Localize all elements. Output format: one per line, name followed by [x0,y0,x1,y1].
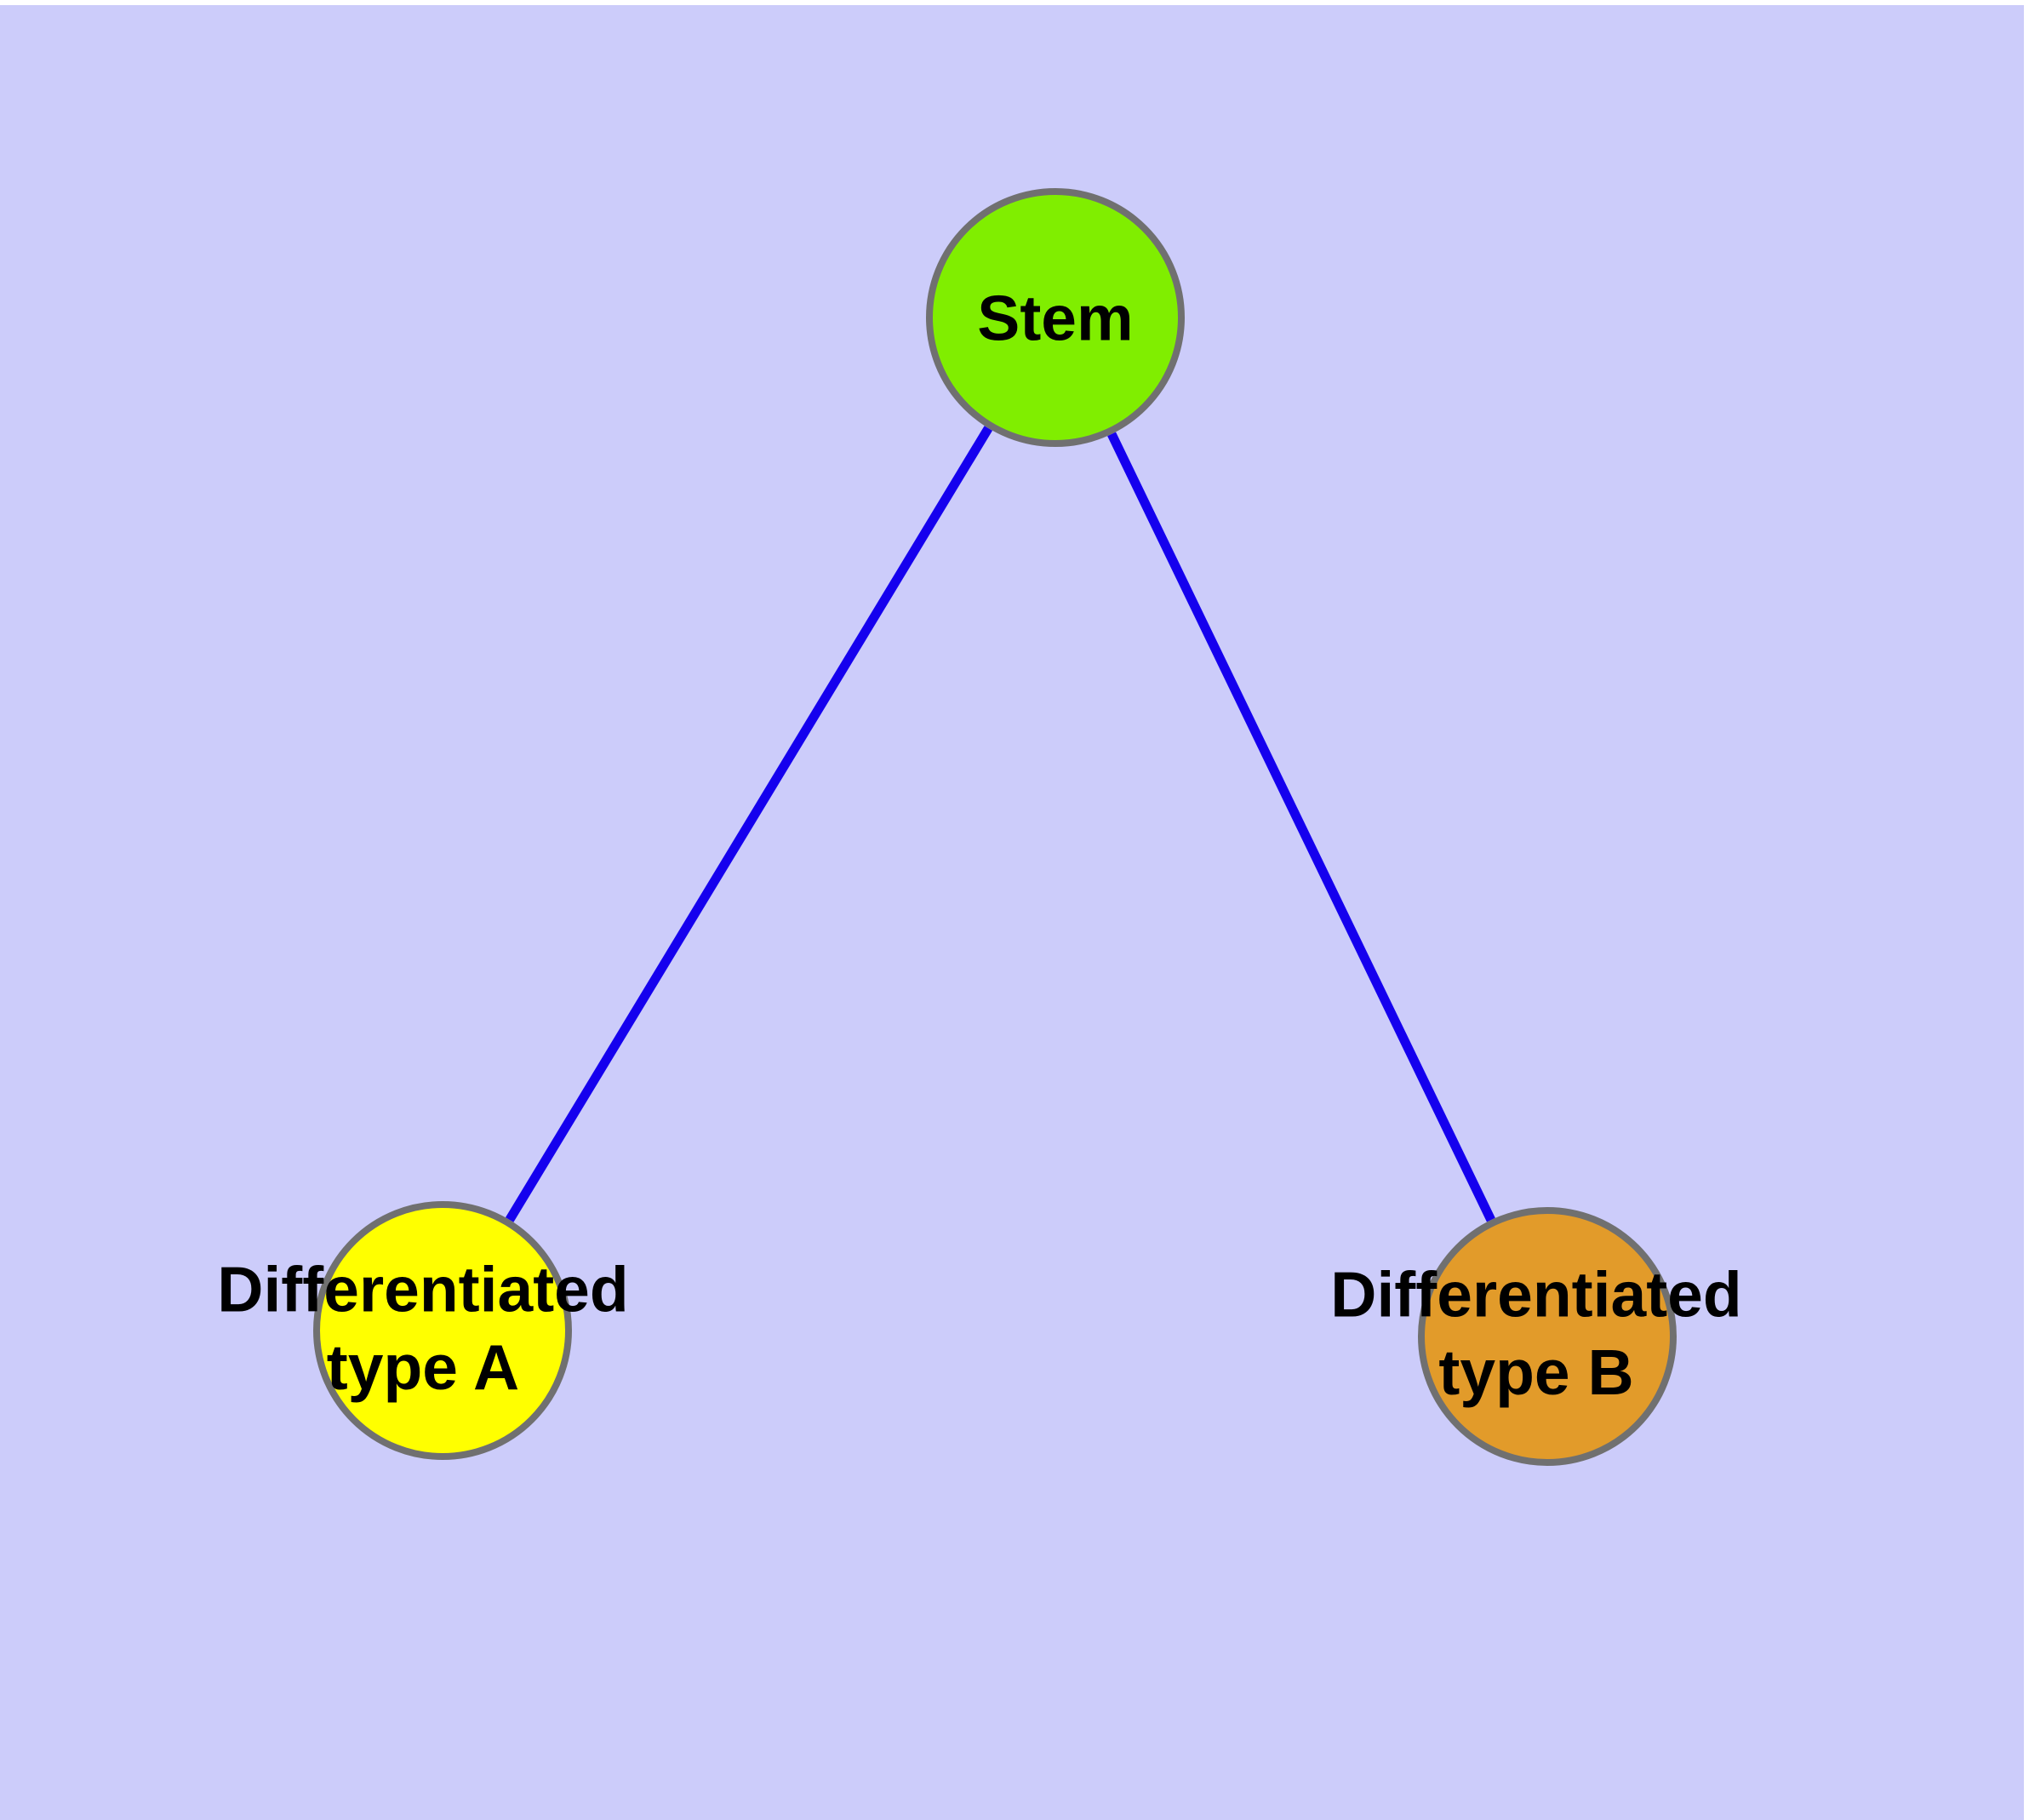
edges-layer [505,426,1495,1222]
edge-stem-diff-b [1107,432,1495,1222]
node-label-stem: Stem [977,282,1133,353]
node-diff_a[interactable] [313,1201,572,1460]
node-diff_b[interactable] [1418,1207,1677,1466]
label-line: Stem [977,282,1133,353]
label-line: Differentiated [217,1254,628,1325]
nodes-layer [313,188,1677,1466]
label-line: Differentiated [1330,1259,1741,1331]
edge-stem-diff-a [505,426,993,1222]
label-line: type B [1438,1336,1633,1408]
label-line: type A [327,1331,519,1403]
node-stem[interactable] [926,188,1185,447]
